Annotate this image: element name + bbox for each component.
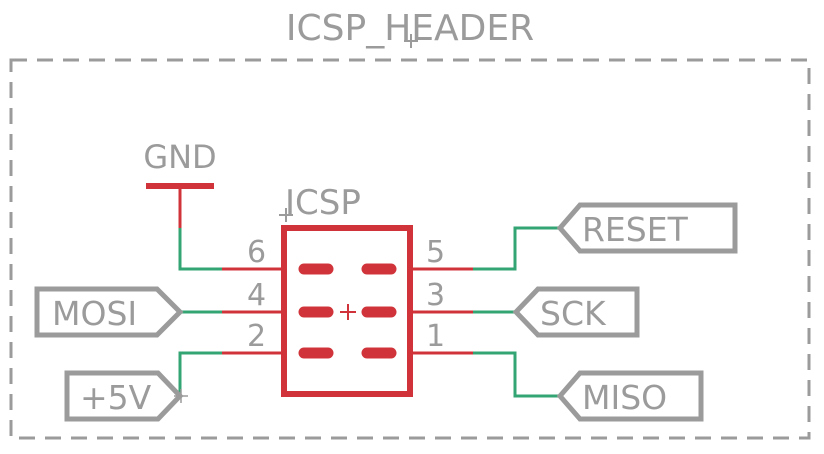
component-name: ICSP <box>285 183 361 223</box>
pin-number-6: 6 <box>247 235 266 270</box>
sck-flag <box>512 286 640 338</box>
wire-reset <box>473 226 560 271</box>
pin-number-3: 3 <box>426 278 445 313</box>
wire-vcc <box>178 351 222 396</box>
pin-leads <box>222 267 473 355</box>
pin-pads <box>298 263 397 359</box>
mosi-label: MOSI <box>52 294 137 333</box>
wire-gnd <box>178 228 222 271</box>
gnd-label: GND <box>143 138 216 176</box>
component-origin-cross <box>279 208 293 222</box>
wire-end-crosses <box>174 389 188 403</box>
pin-number-2: 2 <box>247 319 266 354</box>
wires <box>178 226 560 398</box>
net-labels: RESET MOSI SCK +5V MISO <box>52 210 689 417</box>
sheet-frame <box>9 58 811 440</box>
pin-number-1: 1 <box>426 319 445 354</box>
reset-label: RESET <box>582 210 689 249</box>
sck-label: SCK <box>540 294 607 333</box>
net-flags <box>34 202 738 422</box>
pin-number-4: 4 <box>247 278 266 313</box>
pin-numbers: 6 5 4 3 2 1 <box>247 235 445 354</box>
reset-flag <box>556 202 738 254</box>
vcc-label: +5V <box>80 378 152 417</box>
vcc-flag <box>64 370 184 422</box>
pin-number-5: 5 <box>426 235 445 270</box>
mosi-flag <box>34 286 184 338</box>
wire-miso <box>473 351 560 398</box>
title-origin-cross <box>404 34 418 48</box>
miso-label: MISO <box>582 378 667 417</box>
miso-flag <box>556 370 704 422</box>
component-center-cross <box>340 304 356 320</box>
